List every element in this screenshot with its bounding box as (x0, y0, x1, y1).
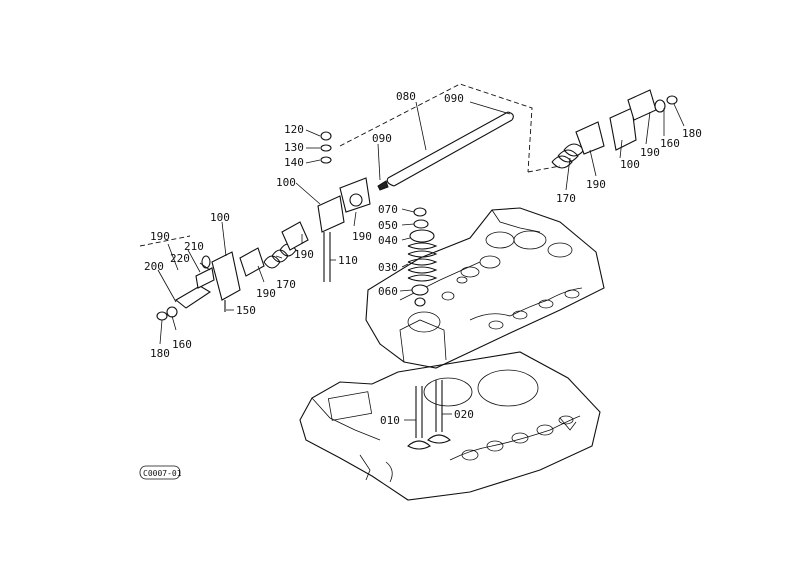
callout-120: 120 (284, 123, 304, 136)
callout-200: 200 (144, 260, 164, 273)
right-rocker-assembly (551, 89, 678, 169)
callout-010: 010 (380, 414, 400, 427)
cylinder-block-drawing (299, 351, 601, 501)
callout-180-right: 180 (682, 127, 702, 140)
callout-050: 050 (378, 219, 398, 232)
valve-spring-assembly (407, 207, 438, 307)
callout-020: 020 (454, 408, 474, 421)
callout-190-left-top: 190 (150, 230, 170, 243)
figure-code: C0007-01 (143, 469, 182, 478)
callout-100-center: 100 (276, 176, 296, 189)
callout-070: 070 (378, 203, 398, 216)
callout-190-right-b: 190 (640, 146, 660, 159)
callout-190-left-low: 190 (256, 287, 276, 300)
callout-160-left: 160 (172, 338, 192, 351)
valves (407, 380, 451, 450)
center-rocker-stand (317, 131, 371, 282)
callout-150: 150 (236, 304, 256, 317)
callout-060: 060 (378, 285, 398, 298)
cylinder-head-drawing (365, 207, 605, 369)
callout-090-plug: 090 (372, 132, 392, 145)
leader-lines (157, 101, 685, 421)
callout-080: 080 (396, 90, 416, 103)
callout-210: 210 (184, 240, 204, 253)
callout-180-left: 180 (150, 347, 170, 360)
callout-030: 030 (378, 261, 398, 274)
callout-100-right: 100 (620, 158, 640, 171)
callout-130: 130 (284, 141, 304, 154)
callout-170-left: 170 (276, 278, 296, 291)
callout-040: 040 (378, 234, 398, 247)
callout-090-shaft-end: 090 (444, 92, 464, 105)
callout-190-center: 190 (352, 230, 372, 243)
callout-170-right: 170 (556, 192, 576, 205)
callout-100-left: 100 (210, 211, 230, 224)
callout-labels: 080 090 090 120 130 140 100 100 100 190 … (144, 90, 702, 427)
left-rocker-assembly (156, 221, 309, 321)
callout-190-mid: 190 (294, 248, 314, 261)
callout-220: 220 (170, 252, 190, 265)
callout-160-right: 160 (660, 137, 680, 150)
callout-140: 140 (284, 156, 304, 169)
rocker-shaft (139, 83, 561, 247)
callout-190-right-a: 190 (586, 178, 606, 191)
figure-code-badge: C0007-01 (139, 465, 182, 480)
callout-110: 110 (338, 254, 358, 267)
